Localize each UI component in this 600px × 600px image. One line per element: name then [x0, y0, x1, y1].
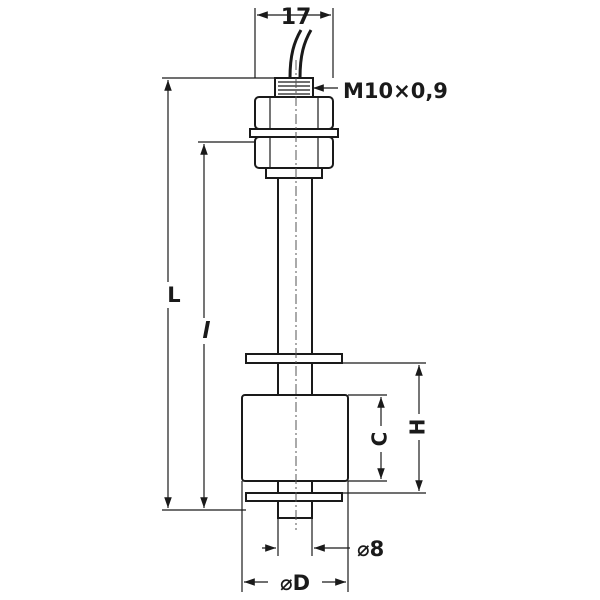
rod-neck	[265, 167, 323, 179]
label-total-length: L	[167, 283, 180, 307]
label-top-width: 17	[281, 5, 312, 30]
label-rod-length: l	[202, 319, 210, 344]
threaded-stud	[274, 77, 314, 99]
label-thread: M10×0,9	[343, 79, 448, 103]
label-float-diameter: ⌀D	[280, 571, 310, 595]
dim-float-diameter	[241, 481, 349, 592]
dim-total-length	[160, 77, 275, 511]
washer	[249, 128, 339, 138]
rod-end	[277, 500, 313, 519]
rod	[277, 177, 313, 355]
upper-nut	[254, 96, 334, 130]
lower-nut	[254, 136, 334, 169]
dim-spacing	[348, 394, 390, 482]
label-rod-diameter: ⌀8	[357, 537, 384, 561]
dim-rod-length	[196, 141, 255, 508]
lower-stop-ring	[245, 492, 343, 502]
cables	[288, 29, 313, 79]
upper-stop-ring	[245, 353, 343, 364]
rod-lower	[277, 480, 313, 494]
dim-rod-diameter	[262, 518, 350, 556]
label-height: H	[406, 419, 430, 436]
label-spacing: C	[368, 432, 392, 447]
dim-height	[342, 362, 428, 494]
float-body	[241, 394, 349, 482]
dim-top-width	[254, 8, 334, 78]
rod-segment	[277, 362, 313, 396]
